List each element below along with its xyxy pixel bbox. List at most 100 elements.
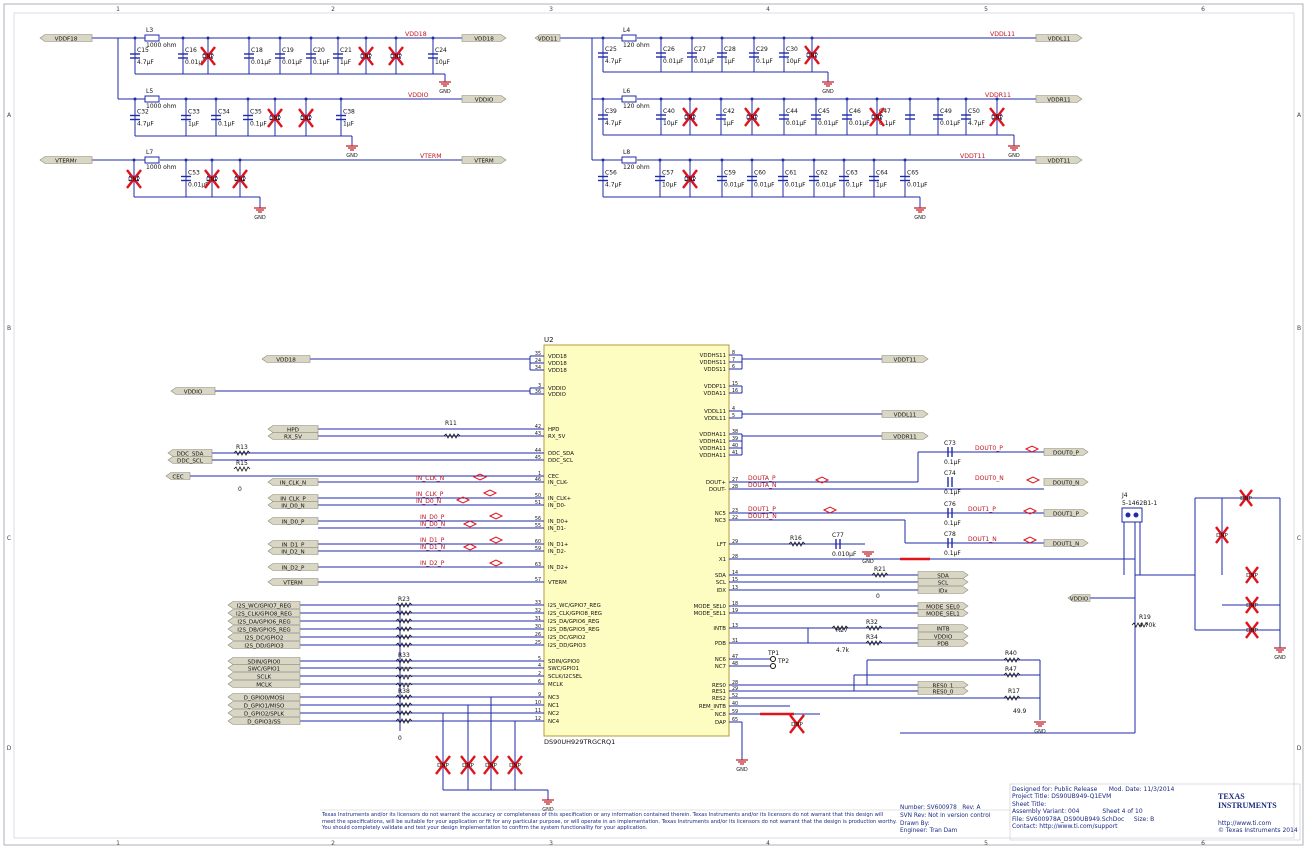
ic-pin-name: DOUT-	[709, 487, 726, 493]
ic-pin-name: I2S_DC/GPIO2	[548, 635, 586, 641]
junction-dot	[658, 158, 662, 162]
port-ddc_scl	[167, 456, 213, 464]
capacitor-value: 0.01µF	[251, 59, 272, 66]
resistor-r32	[865, 625, 883, 631]
port-vddio-right-label: VDDIO	[1070, 596, 1089, 602]
capacitor-value: 10µF	[663, 120, 678, 127]
ic-pin-number: 8	[732, 350, 735, 356]
ic-pin-number: 25	[535, 640, 541, 646]
port-dout1_p-label: DOUT1_P	[1053, 511, 1080, 517]
port-intb	[917, 624, 969, 632]
ic-pin-number: 31	[535, 616, 541, 622]
port-i2s_dd-label: I2S_DD/GPIO3	[244, 643, 284, 649]
sheet-border	[3, 3, 1304, 846]
ic-pin-name: I2S_DD/GPIO3	[548, 643, 586, 649]
port-d_gpio1-label: D_GPIO1/MISO	[244, 703, 285, 709]
capacitor-ref: C32	[137, 109, 149, 116]
junction-dot	[431, 36, 435, 40]
ic-pin-name: VDDA11	[704, 391, 726, 397]
dnp-cross	[1239, 489, 1253, 507]
capacitor-value: 0.1µF	[250, 121, 267, 128]
dnp-label: DNP	[206, 177, 218, 183]
resistor-r27-ref: R27	[836, 627, 848, 634]
capacitor-value: 4.7µF	[605, 182, 622, 189]
titleblock-frame	[1009, 783, 1301, 841]
ic-pin-name: I2S_DA/GPIO6_REG	[548, 619, 599, 625]
ic-pin-name: IN_CLK+	[548, 496, 571, 502]
port-vddio	[461, 95, 507, 103]
ic-pin-number: 15	[732, 577, 738, 583]
grid-col-bottom: 5	[984, 840, 988, 847]
port-mclk	[227, 680, 301, 688]
grid-col-top: 6	[1201, 6, 1205, 13]
port-in_d0_n	[267, 501, 319, 509]
junction-dot	[364, 36, 368, 40]
resistor-r23-bank	[395, 610, 413, 616]
port-in_clk_p-label: IN_CLK_P	[280, 496, 306, 502]
ic-pin-number: 41	[732, 450, 738, 456]
resistor-r23-ref: R23	[398, 596, 410, 603]
port-i2s_clk-label: I2S_CLK/GPIO8_REG	[236, 611, 292, 617]
net-label-vddl11: VDDL11	[990, 31, 1015, 38]
port-cec-label: CEC	[172, 474, 183, 480]
net-diamond-marker	[482, 489, 498, 497]
grid-col-top: 4	[766, 6, 770, 13]
capacitor-ref: C20	[313, 47, 325, 54]
capacitor-value: 10µF	[786, 58, 801, 65]
ic-pin-number: 60	[535, 539, 541, 545]
grid-row-left: C	[7, 535, 11, 542]
port-d_gpio3-label: D_GPIO3/SS	[247, 719, 281, 725]
ic-pin-name: NC8	[715, 712, 727, 718]
ic-pin-name: IN_D0+	[548, 519, 568, 525]
dnp-cross	[1245, 566, 1259, 584]
dnp-label: DNP	[269, 116, 281, 122]
capacitor-ref: C60	[754, 170, 766, 177]
junction-dot	[814, 97, 818, 101]
ic-pin-name: VDDHA11	[699, 432, 726, 438]
capacitor-value: 1µF	[724, 58, 736, 65]
junction-dot	[688, 158, 692, 162]
resistor-r33-ref: R33	[398, 652, 410, 659]
net-in-clk-n: IN_CLK_N	[416, 475, 444, 482]
ic-pin-name: INTB	[713, 626, 726, 632]
grid-col-top: 5	[984, 6, 988, 13]
dnp-label: DNP	[509, 763, 521, 769]
grid-col-top: 2	[331, 6, 335, 13]
port-i2s_dc-label: I2S_DC/GPIO2	[245, 635, 284, 641]
resistor-r38-bank	[395, 710, 413, 716]
capacitor-value: 4.7µF	[968, 120, 985, 127]
capacitor-c73-val: 0.1µF	[944, 459, 961, 466]
capacitor-c77-ref: C77	[832, 532, 844, 539]
ic-pin-number: 28	[732, 484, 738, 490]
junction-dot	[304, 97, 308, 101]
project-title: Project Title: DS90UB949-Q1EVM	[1012, 793, 1112, 801]
capacitor-c76-val: 0.1µF	[944, 520, 961, 527]
capacitor-value: 0.01µF	[663, 58, 684, 65]
ic-pin-name: IN_D2+	[548, 565, 568, 571]
port-vddf18-label: VDDF18	[55, 36, 78, 42]
dnp-cross	[789, 714, 805, 734]
resistor-r33-bank	[395, 674, 413, 680]
ic-pin-number: 11	[535, 708, 541, 714]
ic-pin-number: 29	[732, 686, 738, 692]
junction-dot	[750, 158, 754, 162]
port-sclk	[227, 672, 301, 680]
ic-pin-name: IN_D2-	[548, 549, 566, 555]
inductor-value: 120 ohm	[623, 164, 650, 171]
port-i2s_wc	[227, 601, 301, 609]
resistor-r17-ref: R17	[1008, 688, 1020, 695]
junction-dot	[273, 97, 277, 101]
ti-url: http://www.ti.com	[1218, 820, 1272, 827]
ic-pin-name: HPD	[548, 427, 559, 433]
resistor-r33-bank	[395, 666, 413, 672]
capacitor-ref: C57	[662, 170, 674, 177]
ic-wiring	[190, 358, 1281, 800]
net-dout0-p: DOUT0_P	[975, 445, 1003, 452]
net-dout1-n: DOUT1_N	[748, 513, 777, 520]
junction-dot	[782, 36, 786, 40]
dnp-label: DNP	[684, 115, 696, 121]
capacitor-ref: C27	[694, 46, 706, 53]
port-pdb	[917, 639, 969, 647]
